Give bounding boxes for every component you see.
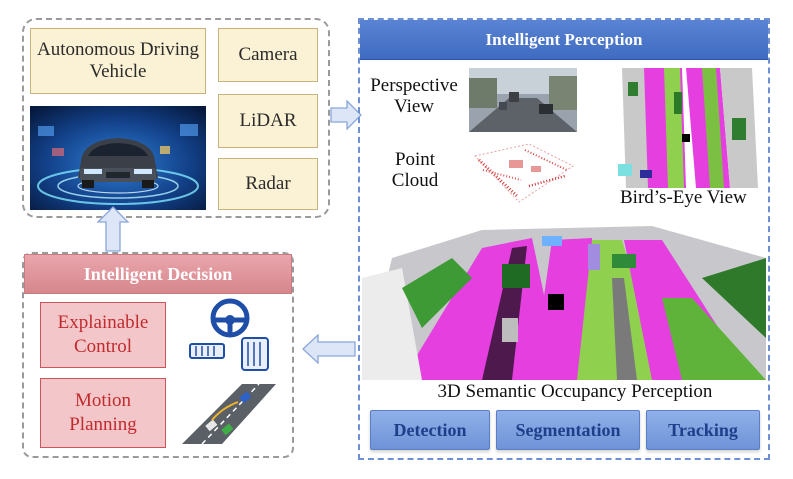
- sensor-radar-box: Radar: [218, 158, 318, 210]
- occupancy-image: [362, 218, 766, 380]
- motion-planning-label: Motion Planning: [69, 390, 137, 435]
- tracking-button[interactable]: Tracking: [646, 410, 760, 450]
- perception-title: Intelligent Perception: [485, 29, 643, 49]
- motion-planning-box: Motion Planning: [40, 378, 166, 448]
- arrow-to-decision: [302, 334, 356, 364]
- perception-panel: [358, 18, 770, 460]
- perspective-view-image: [469, 68, 577, 132]
- car-image: [30, 106, 206, 210]
- decision-panel: [22, 252, 294, 458]
- explainable-control-label: Explainable Control: [57, 312, 149, 357]
- arrow-to-perception: [330, 100, 362, 130]
- steering-wheel-icon: [182, 298, 278, 372]
- detection-button[interactable]: Detection: [370, 410, 490, 450]
- motion-planning-road-icon: [182, 384, 276, 444]
- sensor-lidar-label: LiDAR: [239, 110, 297, 132]
- vehicle-sensor-panel: [22, 18, 330, 218]
- vehicle-title: Autonomous Driving Vehicle: [36, 39, 200, 82]
- vehicle-title-box: Autonomous Driving Vehicle: [30, 28, 206, 94]
- detection-label: Detection: [393, 419, 467, 440]
- arrow-to-vehicle: [96, 206, 130, 252]
- decision-header: Intelligent Decision: [24, 254, 292, 294]
- sensor-radar-label: Radar: [245, 173, 291, 195]
- bev-label: Bird’s-Eye View: [620, 187, 747, 208]
- explainable-control-box: Explainable Control: [40, 302, 166, 368]
- bev-image: [612, 68, 762, 188]
- decision-title: Intelligent Decision: [83, 263, 233, 284]
- point-cloud-image: [469, 136, 577, 208]
- sensor-camera-label: Camera: [238, 44, 298, 66]
- occupancy-label: 3D Semantic Occupancy Perception: [437, 381, 713, 402]
- point-cloud-label: Point Cloud: [391, 149, 439, 191]
- tracking-label: Tracking: [668, 419, 738, 440]
- perspective-view-label: Perspective View: [370, 75, 458, 117]
- sensor-lidar-box: LiDAR: [218, 94, 318, 148]
- pedal-icon: [189, 337, 269, 371]
- segmentation-button[interactable]: Segmentation: [496, 410, 640, 450]
- sensor-camera-box: Camera: [218, 28, 318, 82]
- perception-header: Intelligent Perception: [360, 20, 768, 60]
- segmentation-label: Segmentation: [515, 419, 621, 440]
